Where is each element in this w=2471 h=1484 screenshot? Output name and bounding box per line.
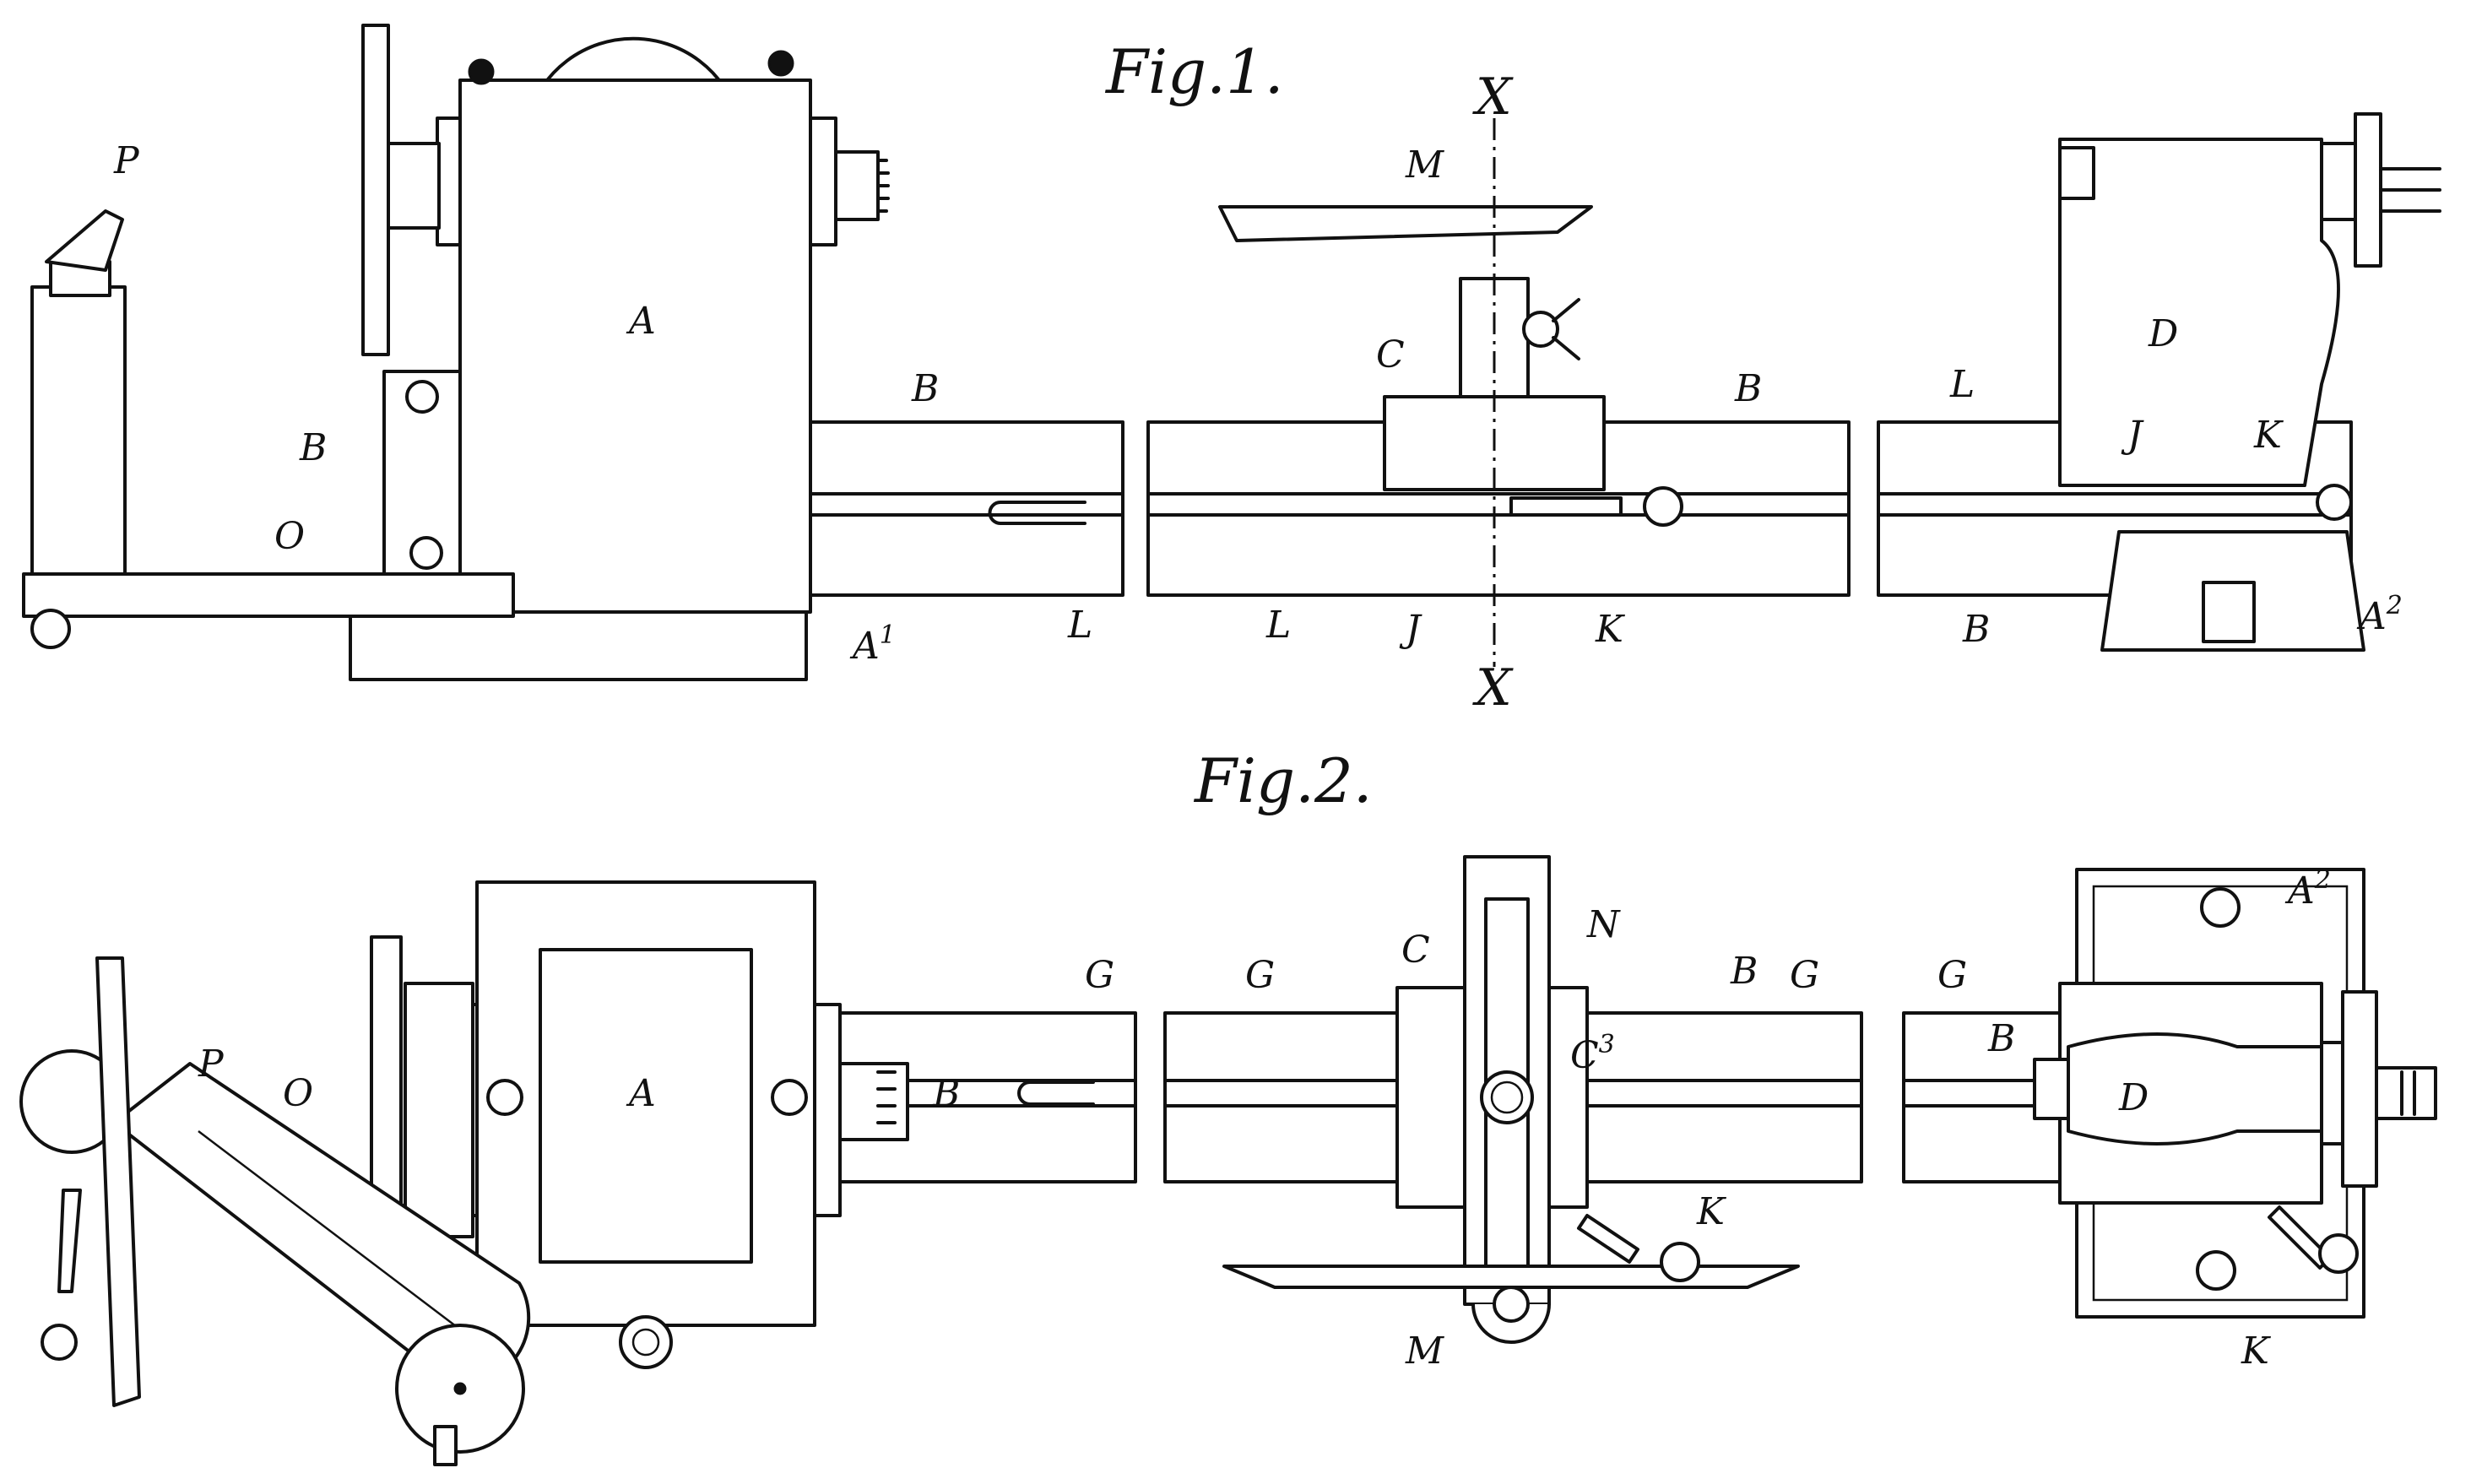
label-fig2-K: K	[1696, 1190, 1726, 1233]
tailstock-fig2	[2033, 868, 2437, 1319]
label-fig2-N: N	[1586, 903, 1621, 946]
label-fig2-O: O	[283, 1072, 313, 1115]
label-fig2-P: P	[198, 1043, 225, 1086]
label-fig1-A: A	[626, 300, 656, 343]
label-fig1-C: C	[1376, 333, 1405, 376]
label-fig1-P: P	[113, 139, 140, 182]
headstock-fig1	[349, 24, 890, 681]
label-fig2-B-right: B	[1987, 1017, 2015, 1060]
label-fig1-J: J	[1399, 608, 1422, 651]
label-fig1-M: M	[1405, 144, 1444, 187]
label-fig2-D: D	[2118, 1076, 2149, 1119]
label-fig1-L-center: L	[1265, 604, 1291, 647]
headstock-fig2	[370, 880, 909, 1369]
label-fig1-X-top: X	[1472, 68, 1514, 127]
label-fig2-G-center: G	[1245, 954, 1275, 997]
label-fig1-L-left: L	[1067, 604, 1092, 647]
label-fig2-K-tail: K	[2241, 1330, 2271, 1373]
label-fig1-K: K	[1595, 608, 1625, 651]
label-fig2-C: C	[1401, 929, 1430, 972]
hand-rest-fig2	[19, 956, 531, 1466]
figure-2-title: Fig.2.	[1193, 745, 1373, 816]
label-fig2-G-tail: G	[1937, 954, 1967, 997]
label-fig1-K-tail: K	[2253, 414, 2284, 457]
label-fig2-A2: A2	[2284, 865, 2331, 913]
label-fig2-M: M	[1405, 1330, 1444, 1373]
label-fig1-D: D	[2148, 312, 2178, 355]
label-fig1-A1: A1	[849, 620, 896, 668]
label-fig1-B-right: B	[1734, 367, 1762, 410]
label-fig1-B-left: B	[299, 426, 327, 469]
label-fig2-A: A	[626, 1072, 656, 1115]
label-fig1-B-center: B	[911, 367, 939, 410]
label-fig2-B-left: B	[932, 1072, 960, 1115]
label-fig1-X-bottom: X	[1472, 658, 1514, 718]
label-fig2-C3: C3	[1570, 1030, 1615, 1077]
label-fig1-B-tail: B	[1962, 608, 1990, 651]
label-fig1-L-right: L	[1949, 363, 1975, 406]
label-fig1-O: O	[274, 515, 305, 558]
label-fig1-A2: A2	[2356, 591, 2403, 638]
tool-rest-fig2	[1222, 855, 1800, 1344]
label-fig2-B-center: B	[1730, 950, 1758, 993]
hand-rest-fig1	[22, 209, 515, 649]
tool-rest-fig1	[1218, 118, 1683, 667]
label-fig2-G-left: G	[1085, 954, 1114, 997]
figure-1-title: Fig.1.	[1104, 36, 1284, 107]
label-fig2-G-right: G	[1790, 954, 1819, 997]
tailstock-fig1	[2058, 112, 2441, 652]
